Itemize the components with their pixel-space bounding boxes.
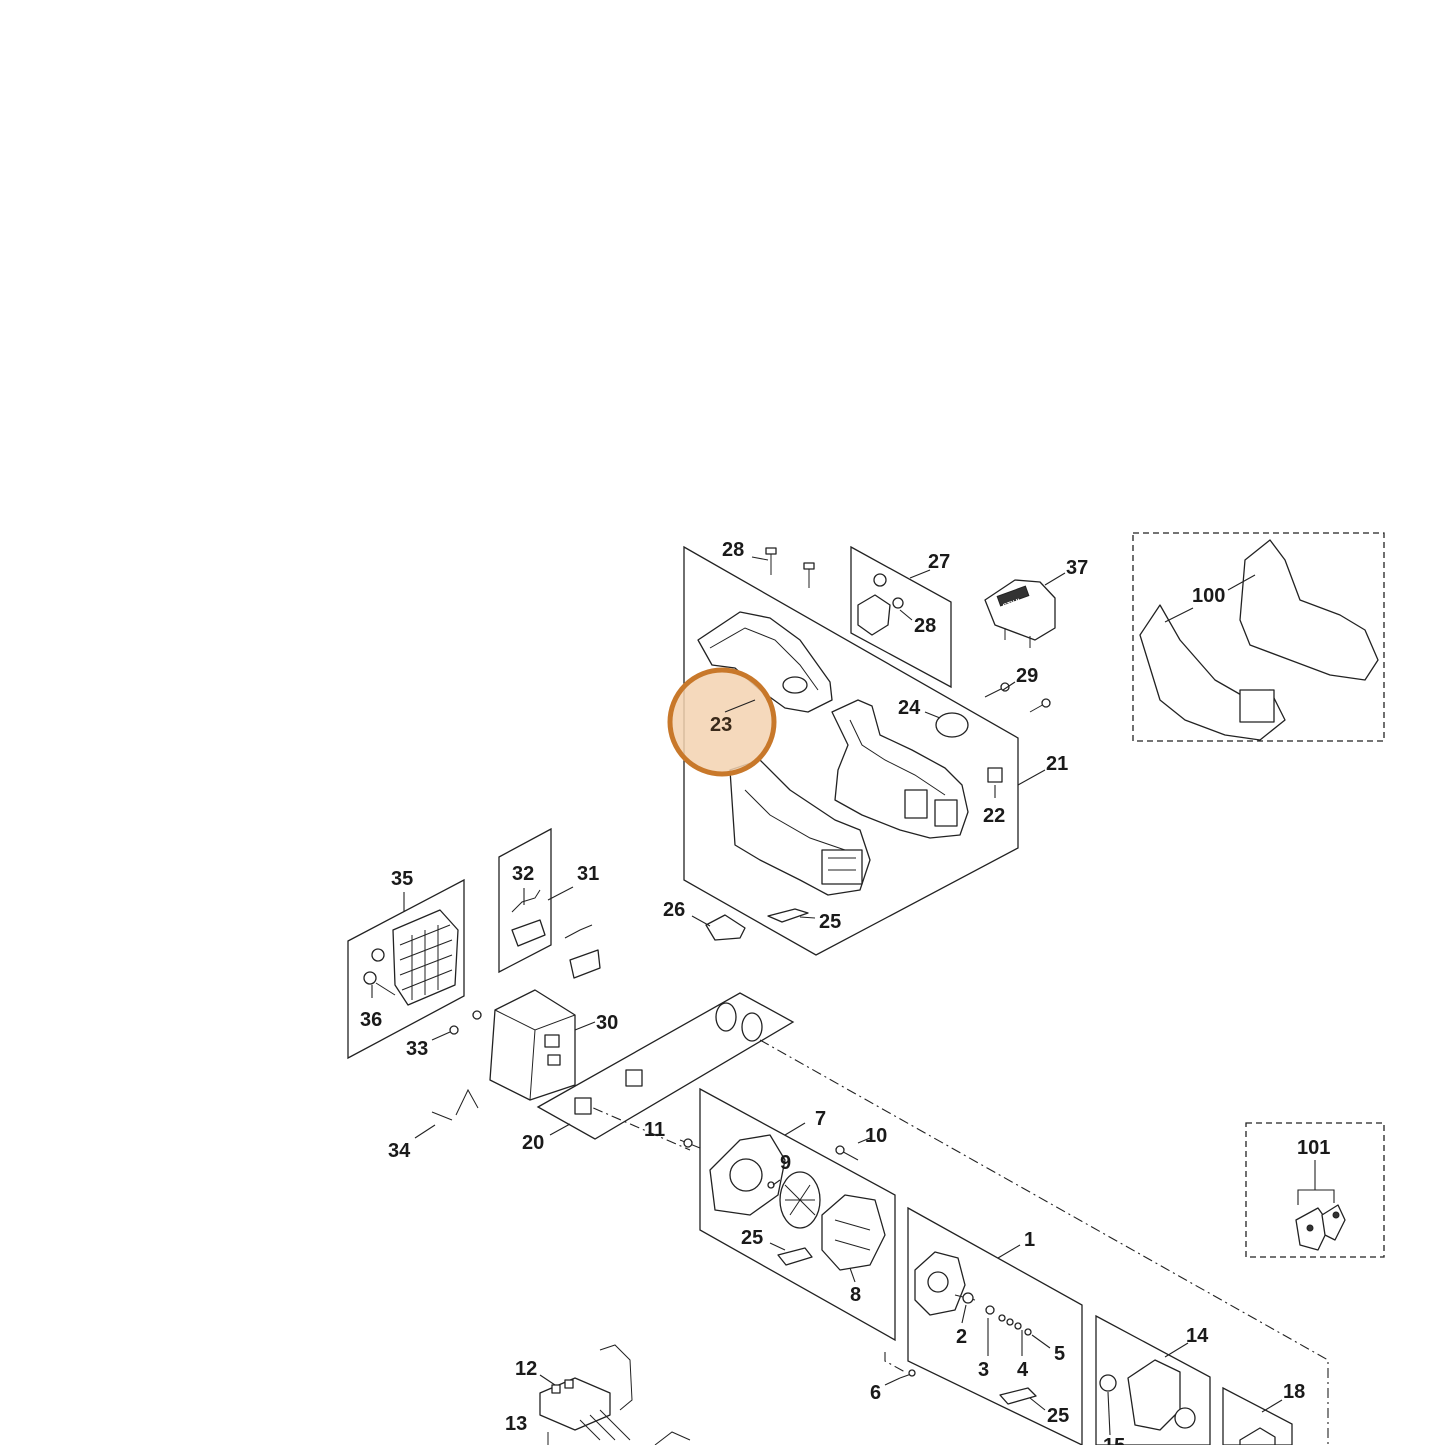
callout-27[interactable]: 27 xyxy=(928,551,950,573)
gear-group-frame xyxy=(1095,1314,1211,1445)
fan-housing-part-7[interactable] xyxy=(709,1134,786,1216)
bracket-part-26[interactable] xyxy=(705,914,746,941)
callout-28b[interactable]: 28 xyxy=(914,615,936,637)
cover-group-frame xyxy=(850,545,952,689)
highlight-ring xyxy=(667,667,777,777)
spring-group-frame xyxy=(498,827,552,974)
callout-36[interactable]: 36 xyxy=(360,1009,382,1031)
highlight-fill xyxy=(670,670,774,774)
leader-lines xyxy=(371,556,1335,1436)
callout-13[interactable]: 13 xyxy=(505,1413,527,1435)
callout-30[interactable]: 30 xyxy=(596,1012,618,1034)
callout-8[interactable]: 8 xyxy=(850,1284,861,1306)
callout-100[interactable]: 100 xyxy=(1192,585,1225,607)
logo-cap-part[interactable]: STIHL xyxy=(984,579,1056,648)
callout-20[interactable]: 20 xyxy=(522,1132,544,1154)
screw-part-10[interactable] xyxy=(835,1145,859,1161)
bearing-part-18[interactable] xyxy=(1239,1427,1276,1445)
callout-2[interactable]: 2 xyxy=(956,1326,967,1348)
callout-15[interactable]: 15 xyxy=(1103,1435,1125,1445)
callout-25[interactable]: 25 xyxy=(819,911,841,933)
callout-3[interactable]: 3 xyxy=(978,1359,989,1381)
callout-7[interactable]: 7 xyxy=(815,1108,826,1130)
highlight-label: 23 xyxy=(710,714,732,736)
motor-group-frame xyxy=(907,1206,1083,1445)
screw-part-6[interactable] xyxy=(899,1369,916,1379)
washer-part-2[interactable] xyxy=(962,1292,974,1304)
bearing-group-frame xyxy=(1222,1386,1293,1445)
assembly-axis-line-2 xyxy=(574,1099,691,1151)
spring-part-31[interactable] xyxy=(564,924,601,979)
pad-part-25c[interactable] xyxy=(999,1387,1037,1405)
callout-24[interactable]: 24 xyxy=(898,697,921,719)
fan-cover-part-8[interactable] xyxy=(821,1194,886,1271)
damper-part-20a[interactable] xyxy=(574,1097,592,1115)
callout-5[interactable]: 5 xyxy=(1054,1343,1065,1365)
callout-12[interactable]: 12 xyxy=(515,1358,537,1380)
plate-part-24[interactable] xyxy=(935,712,969,738)
callout-18[interactable]: 18 xyxy=(1283,1381,1305,1403)
clip-part-34[interactable] xyxy=(431,1088,479,1121)
clamp-part-101[interactable] xyxy=(1295,1204,1346,1251)
callout-10[interactable]: 10 xyxy=(865,1125,887,1147)
damper-group-frame xyxy=(536,992,795,1140)
cover-part-27[interactable] xyxy=(857,573,904,636)
ring-part-20d[interactable] xyxy=(741,1012,763,1042)
damper-part-20b[interactable] xyxy=(625,1069,643,1087)
complete-housing-frame xyxy=(1132,532,1385,742)
pad-part-25b[interactable] xyxy=(777,1247,813,1266)
holder-part-30[interactable] xyxy=(489,989,576,1101)
handle-housing-part[interactable] xyxy=(697,611,871,896)
cable-part[interactable] xyxy=(654,1431,691,1445)
screw-part-36[interactable] xyxy=(363,948,396,996)
callout-35[interactable]: 35 xyxy=(391,868,413,890)
screw-part-29[interactable] xyxy=(984,682,1051,713)
housing-group-frame xyxy=(683,545,1019,956)
callout-37[interactable]: 37 xyxy=(1066,557,1088,579)
callout-25c[interactable]: 25 xyxy=(1047,1405,1069,1427)
screw-part-28[interactable] xyxy=(765,547,815,588)
screw-part-11[interactable] xyxy=(679,1138,701,1149)
callout-25b[interactable]: 25 xyxy=(741,1227,763,1249)
pin-part-33[interactable] xyxy=(449,1025,459,1035)
pin-part-33b[interactable] xyxy=(472,1010,482,1020)
callout-22[interactable]: 22 xyxy=(983,805,1005,827)
callout-6[interactable]: 6 xyxy=(870,1382,881,1404)
electronics-part-12[interactable] xyxy=(539,1344,633,1441)
callout-34[interactable]: 34 xyxy=(388,1140,411,1162)
gear-housing-part-14[interactable] xyxy=(1099,1359,1196,1431)
callout-4[interactable]: 4 xyxy=(1017,1359,1029,1381)
assembly-axis-line xyxy=(759,1039,1329,1445)
ring-part-20c[interactable] xyxy=(715,1002,737,1032)
motor-part-1[interactable] xyxy=(914,1251,976,1316)
callout-31[interactable]: 31 xyxy=(577,863,599,885)
grille-group-frame xyxy=(347,878,465,1060)
callout-11[interactable]: 11 xyxy=(644,1119,665,1141)
inner-housing-part[interactable] xyxy=(831,699,969,839)
pad-part-25[interactable] xyxy=(767,908,809,923)
grille-part-35[interactable] xyxy=(392,909,459,1006)
callout-32[interactable]: 32 xyxy=(512,863,534,885)
callout-26[interactable]: 26 xyxy=(663,899,685,921)
callout-14[interactable]: 14 xyxy=(1186,1325,1209,1347)
nut-part-22[interactable] xyxy=(987,767,1003,783)
highlight-marker[interactable]: 23 xyxy=(667,667,777,777)
fan-part-9[interactable] xyxy=(767,1171,821,1229)
callout-labels: 28 27 37 28 29 24 21 22 100 26 25 35 32 … xyxy=(360,539,1330,1445)
assembly-axis-line-3 xyxy=(884,1352,906,1373)
clamp-frame xyxy=(1245,1122,1385,1258)
callout-33[interactable]: 33 xyxy=(406,1038,428,1060)
fan-group-frame xyxy=(699,1087,896,1342)
callout-101[interactable]: 101 xyxy=(1297,1137,1330,1159)
callout-9[interactable]: 9 xyxy=(780,1152,791,1174)
callout-21[interactable]: 21 xyxy=(1046,753,1068,775)
callout-1[interactable]: 1 xyxy=(1024,1229,1035,1251)
callout-29[interactable]: 29 xyxy=(1016,665,1038,687)
complete-housing-part-100[interactable] xyxy=(1139,539,1379,741)
callout-28[interactable]: 28 xyxy=(722,539,744,561)
spring-part-32[interactable] xyxy=(511,889,546,947)
washer-part-3[interactable] xyxy=(985,1305,995,1315)
bearing-set-part-4[interactable] xyxy=(998,1314,1032,1336)
